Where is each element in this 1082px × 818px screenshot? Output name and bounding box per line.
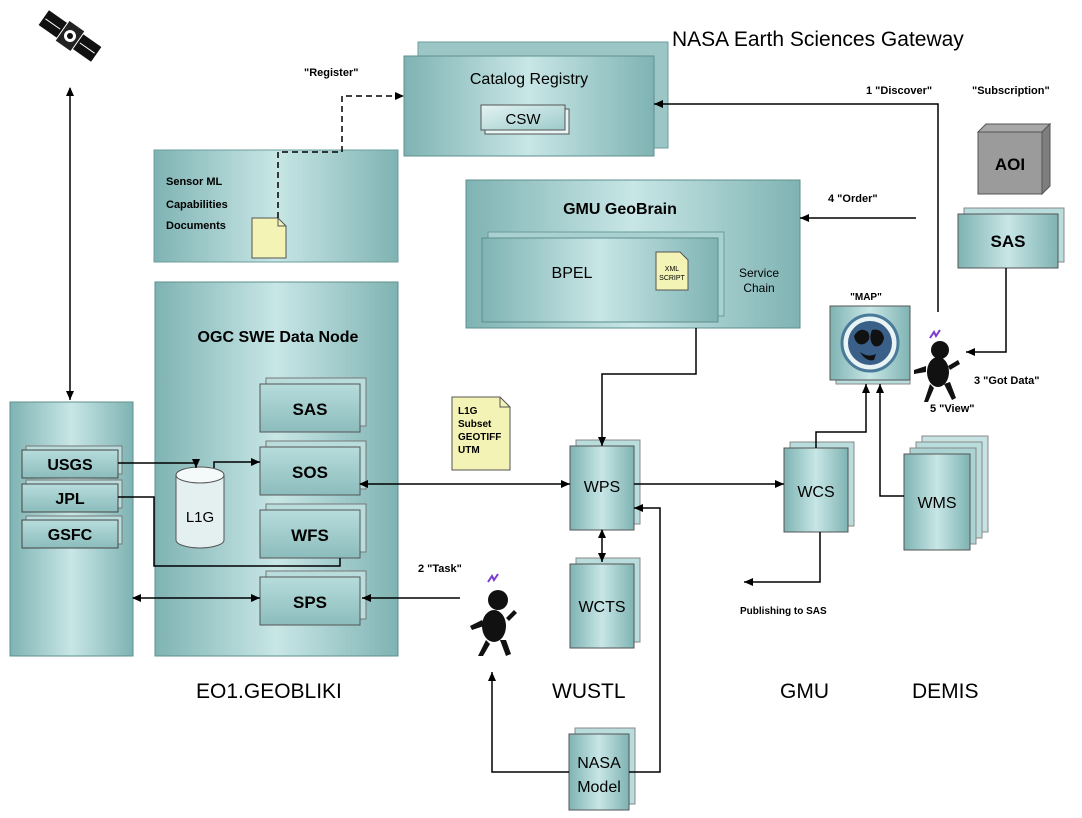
- csw-box: [480, 104, 566, 131]
- wps-box: WPS: [569, 439, 641, 531]
- svg-text:WFS: WFS: [291, 526, 329, 545]
- user-figure-right-icon: [914, 329, 960, 402]
- svg-text:Subset: Subset: [458, 419, 492, 430]
- svg-text:USGS: USGS: [47, 457, 93, 474]
- xml-script-icon: XML SCRIPT: [655, 251, 689, 291]
- task-label: 2 "Task": [418, 563, 462, 575]
- document-icon: [251, 217, 287, 259]
- svg-text:GSFC: GSFC: [48, 527, 93, 544]
- gsfc-box: GSFC: [21, 515, 123, 549]
- sos-box: SOS: [259, 440, 367, 496]
- svg-text:L1G: L1G: [186, 509, 214, 526]
- subscription-label: "Subscription": [972, 85, 1050, 97]
- sensorml-line1: Sensor ML: [166, 176, 223, 188]
- connectors: [66, 87, 1007, 773]
- sps-box: SPS: [259, 570, 367, 626]
- bpel-label: BPEL: [552, 265, 593, 282]
- svg-text:WMS: WMS: [917, 495, 956, 512]
- svg-text:SAS: SAS: [293, 400, 328, 419]
- usgs-box: USGS: [21, 445, 123, 479]
- csw-label: CSW: [506, 111, 542, 128]
- svg-text:WCTS: WCTS: [578, 599, 625, 616]
- user-figure-task-icon: [470, 573, 517, 656]
- wcts-box: WCTS: [569, 557, 641, 649]
- register-label: "Register": [304, 67, 358, 79]
- sas-right-box: SAS: [957, 207, 1065, 269]
- aoi-cube: AOI: [976, 122, 1052, 196]
- l1g-database-icon: L1G: [175, 466, 225, 549]
- svg-text:WCS: WCS: [797, 484, 834, 501]
- geobrain-panel: GMU GeoBrain BPEL XML SCRIPT Service Cha…: [465, 179, 801, 329]
- svg-text:WPS: WPS: [584, 479, 620, 496]
- ogc-title: OGC SWE Data Node: [198, 329, 359, 346]
- sensorml-line3: Documents: [166, 220, 226, 232]
- svg-text:GEOTIFF: GEOTIFF: [458, 432, 501, 443]
- geobrain-title: GMU GeoBrain: [563, 201, 677, 218]
- svg-text:SOS: SOS: [292, 463, 328, 482]
- wustl-label: WUSTL: [552, 680, 626, 703]
- svg-text:SAS: SAS: [991, 232, 1026, 251]
- svg-text:L1G: L1G: [458, 406, 478, 417]
- sensorml-line2: Capabilities: [166, 199, 228, 211]
- svg-text:NASA: NASA: [577, 755, 621, 772]
- publishing-label: Publishing to SAS: [740, 606, 827, 617]
- discover-label: 1 "Discover": [866, 85, 932, 97]
- svg-text:AOI: AOI: [995, 155, 1025, 174]
- wcs-box: WCS: [783, 441, 855, 533]
- catalog-registry-title: Catalog Registry: [470, 71, 588, 88]
- jpl-box: JPL: [21, 479, 123, 513]
- nasa-gateway-label: NASA Earth Sciences Gateway: [672, 28, 964, 51]
- svg-text:SPS: SPS: [293, 593, 327, 612]
- svg-text:UTM: UTM: [458, 445, 480, 456]
- map-panel: "MAP": [829, 292, 911, 385]
- nasa-model-box: NASA Model: [568, 727, 636, 811]
- l1g-subset-document-icon: L1G Subset GEOTIFF UTM: [451, 396, 511, 471]
- eo1-geobliki-label: EO1.GEOBLIKI: [196, 680, 342, 703]
- satellite-icon: [38, 10, 102, 62]
- wfs-box: WFS: [259, 503, 367, 559]
- svg-text:SCRIPT: SCRIPT: [659, 275, 685, 282]
- demis-label: DEMIS: [912, 680, 979, 703]
- sensorml-panel: Sensor ML Capabilities Documents: [153, 149, 399, 263]
- globe-icon: [840, 313, 900, 373]
- svg-text:JPL: JPL: [55, 491, 85, 508]
- service-chain-line2: Chain: [743, 281, 774, 295]
- view-label: 5 "View": [930, 403, 974, 415]
- order-label: 4 "Order": [828, 193, 878, 205]
- sas-box: SAS: [259, 377, 367, 433]
- catalog-registry: Catalog Registry CSW: [403, 41, 669, 157]
- ogc-swe-data-node: OGC SWE Data Node SAS SOS WFS SPS L1G: [154, 281, 399, 657]
- svg-text:XML: XML: [665, 266, 680, 273]
- map-label: "MAP": [850, 292, 882, 303]
- service-chain-line1: Service: [739, 266, 779, 280]
- svg-text:Model: Model: [577, 779, 621, 796]
- wms-stack: WMS: [903, 435, 989, 551]
- gmu-label: GMU: [780, 680, 829, 703]
- data-sources-panel: USGS JPL GSFC: [9, 401, 134, 657]
- got-data-label: 3 "Got Data": [974, 375, 1039, 387]
